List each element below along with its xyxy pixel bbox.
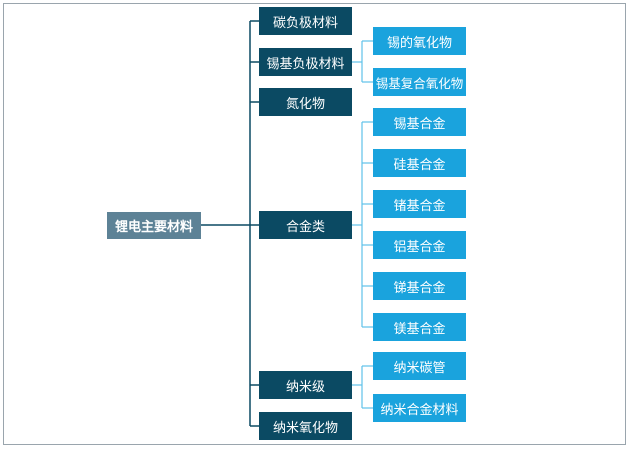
node-label: 锡基负极材料 bbox=[266, 56, 345, 72]
node-nano-alloy: 纳米合金材料 bbox=[373, 394, 466, 422]
root-node-label: 锂电主要材料 bbox=[114, 220, 193, 235]
node-nitride: 氮化物 bbox=[259, 88, 352, 116]
node-antimony-alloy: 锑基合金 bbox=[373, 272, 466, 300]
node-nano-oxide: 纳米氧化物 bbox=[259, 412, 352, 440]
node-carbon-anode: 碳负极材料 bbox=[259, 7, 352, 35]
node-label: 镁基合金 bbox=[393, 321, 446, 337]
diagram-frame bbox=[3, 3, 626, 445]
node-label: 锡基合金 bbox=[393, 116, 446, 132]
node-label: 锑基合金 bbox=[393, 280, 446, 296]
node-label: 锡的氧化物 bbox=[386, 35, 452, 51]
node-label: 纳米合金材料 bbox=[380, 402, 459, 418]
root-node: 锂电主要材料 bbox=[107, 212, 201, 239]
node-label: 硅基合金 bbox=[393, 157, 446, 173]
node-label: 碳负极材料 bbox=[272, 15, 338, 31]
node-carbon-nanotube: 纳米碳管 bbox=[373, 352, 466, 380]
node-tin-composite-oxide: 锡基复合氧化物 bbox=[373, 68, 466, 96]
node-tin-alloy: 锡基合金 bbox=[373, 108, 466, 136]
node-germanium-alloy: 锗基合金 bbox=[373, 190, 466, 218]
node-magnesium-alloy: 镁基合金 bbox=[373, 313, 466, 341]
node-silicon-alloy: 硅基合金 bbox=[373, 149, 466, 177]
node-label: 锡基复合氧化物 bbox=[375, 75, 464, 91]
node-label: 纳米碳管 bbox=[393, 360, 446, 376]
node-label: 纳米级 bbox=[285, 379, 325, 395]
node-label: 铝基合金 bbox=[393, 239, 446, 255]
node-nano: 纳米级 bbox=[259, 371, 352, 399]
node-tin-oxide: 锡的氧化物 bbox=[373, 27, 466, 55]
node-aluminum-alloy: 铝基合金 bbox=[373, 231, 466, 259]
node-label: 纳米氧化物 bbox=[272, 420, 338, 436]
node-alloy: 合金类 bbox=[259, 211, 352, 239]
node-label: 合金类 bbox=[285, 219, 325, 235]
node-tin-anode: 锡基负极材料 bbox=[259, 48, 352, 76]
node-label: 氮化物 bbox=[285, 96, 325, 112]
node-label: 锗基合金 bbox=[393, 198, 446, 214]
